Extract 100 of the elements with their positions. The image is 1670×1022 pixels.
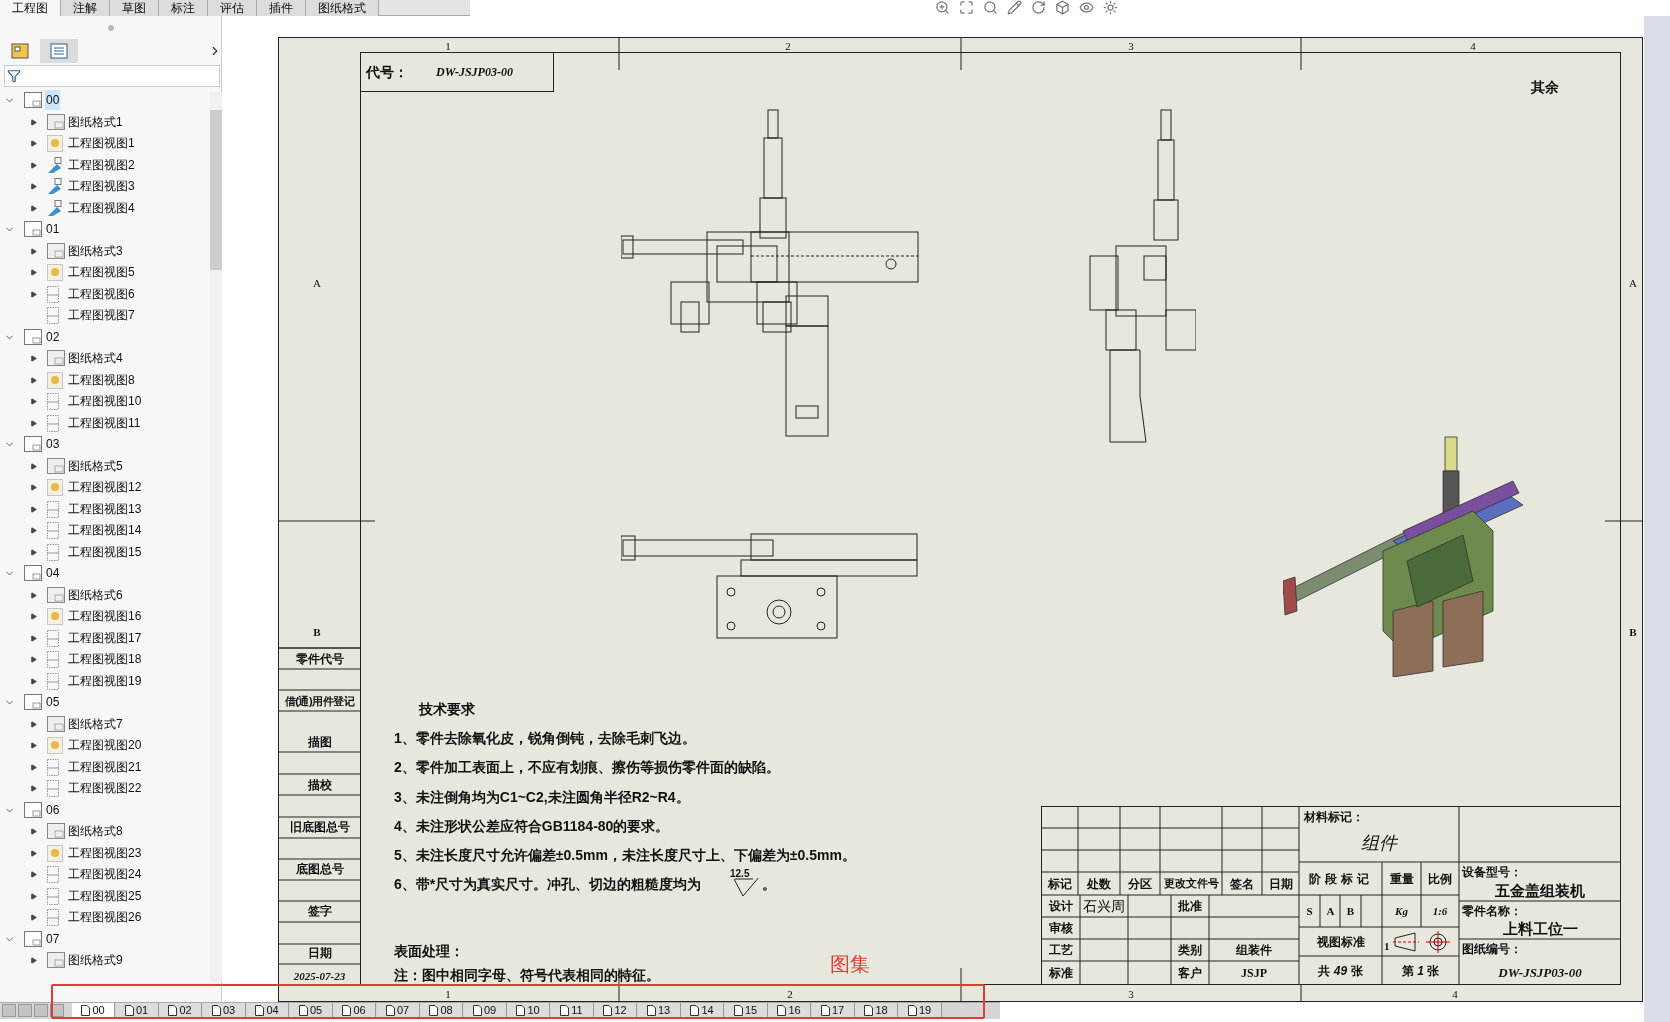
tree-item: 02 bbox=[45, 328, 61, 346]
tree-item: 图纸格式5 bbox=[67, 457, 124, 475]
tree-item: 图纸格式8 bbox=[67, 823, 124, 840]
table-label: 图纸编号： bbox=[1462, 943, 1522, 955]
table-header: 标记 bbox=[1047, 877, 1072, 890]
requirement-text: 4、未注形状公差应符合GB1184-80的要求。 bbox=[394, 818, 670, 833]
tree-item: 工程图视图21 bbox=[67, 758, 143, 776]
tree-item: 工程图视图20 bbox=[67, 737, 143, 754]
table-label: 客户 bbox=[1178, 967, 1202, 979]
tree-item: 01 bbox=[45, 221, 61, 238]
tree-item: 工程图视图19 bbox=[67, 672, 143, 690]
roughness-value: 12.5 bbox=[730, 869, 750, 879]
tree-item: 00 bbox=[45, 90, 61, 110]
table-label: 类别 bbox=[1178, 944, 1202, 956]
table-header: 处数 bbox=[1087, 877, 1111, 890]
tree-item: 工程图视图2 bbox=[67, 156, 136, 174]
zone-number: 2 bbox=[785, 40, 791, 52]
requirement-text: 6、带*尺寸为真实尺寸。冲孔、切边的粗糙度均为 bbox=[394, 877, 702, 891]
table-label: 视图标准 bbox=[1316, 935, 1365, 948]
note-text: 注：图中相同字母、符号代表相同的特征。 bbox=[394, 968, 660, 982]
tree-item: 图纸格式6 bbox=[67, 586, 124, 604]
heading: 表面处理： bbox=[394, 944, 464, 958]
table-value: 组装件 bbox=[1236, 944, 1272, 956]
tree-item: 07 bbox=[45, 930, 61, 948]
tree-item: 工程图视图26 bbox=[67, 909, 143, 926]
sheet-number: 第 1 张 bbox=[1401, 964, 1440, 977]
tree-item: 工程图视图13 bbox=[67, 500, 143, 518]
zone-number: 4 bbox=[1470, 40, 1476, 52]
requirement-text: 3、未注倒角均为C1~C2,未注圆角半径R2~R4。 bbox=[394, 789, 690, 804]
menu-tab: 注解 bbox=[61, 0, 110, 16]
table-label: 2025-07-23 bbox=[293, 970, 346, 982]
zone-number: 1 bbox=[445, 989, 451, 1000]
tree-item: 工程图视图1 bbox=[67, 135, 136, 152]
zone-letter: A bbox=[313, 277, 321, 289]
tree-item: 工程图视图23 bbox=[67, 844, 143, 862]
tree-item: 工程图视图8 bbox=[67, 371, 136, 389]
table-value: Kg bbox=[1395, 905, 1408, 917]
table-value: 五金盖组装机 bbox=[1495, 882, 1585, 898]
tree-item: 工程图视图25 bbox=[67, 887, 143, 905]
sheet-count: 共 49 张 bbox=[1318, 964, 1363, 977]
punctuation: 。 bbox=[762, 877, 776, 891]
menu-tab: 标注 bbox=[159, 0, 208, 16]
table-header: 更改文件号 bbox=[1163, 878, 1219, 889]
tree-item: 工程图视图14 bbox=[67, 522, 143, 539]
table-value: JSJP bbox=[1241, 967, 1267, 979]
tree-item: 图纸格式3 bbox=[67, 242, 124, 260]
table-header: 重量 bbox=[1389, 872, 1414, 885]
table-label: 日期 bbox=[307, 947, 332, 959]
tree-item: 05 bbox=[45, 694, 61, 711]
table-label: 签字 bbox=[307, 905, 332, 917]
zone-number: 3 bbox=[1128, 989, 1134, 1000]
table-label: 审核 bbox=[1048, 922, 1073, 934]
zone-letter: B bbox=[313, 626, 321, 638]
tree-item: 工程图视图3 bbox=[67, 178, 136, 195]
tree-item: 工程图视图24 bbox=[67, 866, 143, 883]
callout-label: 图集 bbox=[830, 952, 870, 976]
tree-item: 图纸格式1 bbox=[67, 113, 124, 131]
table-label: 描校 bbox=[307, 779, 332, 791]
table-label: 旧底图总号 bbox=[289, 821, 350, 833]
table-header: 分区 bbox=[1128, 877, 1152, 890]
zone-letter: B bbox=[1629, 626, 1637, 638]
menu-tab: 评估 bbox=[208, 0, 257, 16]
table-value: 石兴周 bbox=[1083, 899, 1125, 913]
tree-item: 工程图视图11 bbox=[67, 414, 142, 432]
tree-item: 04 bbox=[45, 565, 61, 582]
tree-item: 工程图视图18 bbox=[67, 651, 143, 668]
table-label: 借(通)用件登记 bbox=[284, 695, 355, 707]
table-header: 比例 bbox=[1428, 872, 1452, 885]
table-value: 上料工位一 bbox=[1502, 920, 1578, 936]
zone-number: 2 bbox=[787, 989, 793, 1000]
drawing-number: DW-JSJP03-00 bbox=[1498, 965, 1582, 979]
tree-item: 06 bbox=[45, 801, 61, 819]
table-label: 标准 bbox=[1048, 967, 1073, 979]
tree-item: 工程图视图17 bbox=[67, 629, 143, 647]
tree-item: 图纸格式4 bbox=[67, 350, 124, 367]
tree-item: 工程图视图6 bbox=[67, 285, 136, 303]
table-label: 底图总号 bbox=[295, 863, 344, 875]
requirement-text: 1、零件去除氧化皮，锐角倒钝，去除毛刺飞边。 bbox=[394, 731, 696, 745]
table-label: 描图 bbox=[307, 736, 332, 748]
tree-item: 工程图视图4 bbox=[67, 199, 136, 217]
tree-item: 图纸格式7 bbox=[67, 715, 124, 733]
tree-item: 工程图视图7 bbox=[67, 307, 136, 324]
tree-item: 工程图视图12 bbox=[67, 479, 143, 496]
table-label: 材料标记： bbox=[1304, 811, 1364, 823]
table-header: 签名 bbox=[1230, 877, 1254, 890]
stage-mark: A bbox=[1326, 905, 1335, 917]
menu-tab: 图纸格式 bbox=[306, 0, 379, 16]
stage-mark: B bbox=[1346, 905, 1355, 917]
tree-item: 工程图视图16 bbox=[67, 608, 143, 625]
code-label: 代号： bbox=[366, 65, 408, 79]
tree-item: 图纸格式9 bbox=[67, 952, 124, 969]
table-value: 组件 bbox=[1361, 834, 1397, 852]
table-label: 零件名称： bbox=[1462, 904, 1522, 917]
table-header: 日期 bbox=[1268, 877, 1293, 890]
zone-letter: A bbox=[1629, 277, 1637, 289]
tree-item: 工程图视图10 bbox=[67, 393, 143, 410]
table-label: 批准 bbox=[1178, 900, 1202, 912]
projection-number: 1 bbox=[1384, 940, 1390, 952]
zone-number: 1 bbox=[445, 40, 451, 52]
heading: 技术要求 bbox=[419, 702, 475, 716]
